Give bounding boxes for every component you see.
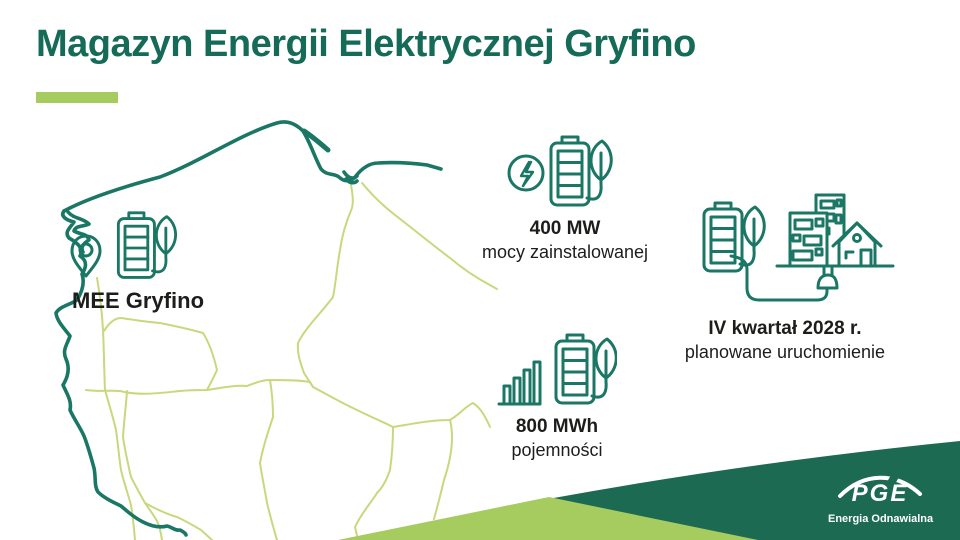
location-pin-icon bbox=[70, 234, 102, 278]
page-title: Magazyn Energii Elektrycznej Gryfino bbox=[36, 23, 696, 65]
lightning-circle-icon bbox=[507, 154, 545, 192]
stat-capacity: 800 MWh pojemności bbox=[450, 330, 664, 461]
stat-launch: IV kwartał 2028 r. planowane uruchomieni… bbox=[652, 190, 918, 363]
map-delta-knot bbox=[342, 170, 359, 185]
map-hel-spur bbox=[301, 128, 331, 153]
stat-value: 800 MWh bbox=[515, 416, 599, 437]
pge-brand-text: PGE bbox=[851, 480, 909, 507]
map-coastline bbox=[62, 120, 443, 213]
stat-label: pojemności bbox=[511, 440, 603, 460]
power-cable bbox=[729, 254, 829, 302]
map-line-loop bbox=[103, 317, 218, 391]
battery-leaf-icon bbox=[116, 211, 178, 279]
title-accent-bar bbox=[36, 92, 118, 103]
map-line-east-south bbox=[433, 419, 454, 520]
pge-subbrand-text: Energia Odnawialna bbox=[828, 513, 934, 525]
map-odra-river bbox=[54, 209, 188, 537]
green-wedge bbox=[338, 497, 758, 540]
pge-logo: PGE Energia Odnawialna bbox=[828, 466, 934, 525]
marker-label: MEE Gryfino bbox=[72, 288, 205, 313]
pge-arc-icon bbox=[838, 471, 922, 498]
stat-installed-power: 400 MW mocy zainstalowanej bbox=[458, 132, 672, 263]
capacity-icon bbox=[497, 333, 617, 406]
installed-power-icon bbox=[507, 135, 613, 207]
map-marker-mee-gryfino: MEE Gryfino bbox=[64, 204, 234, 313]
map-line-south-branch bbox=[144, 502, 213, 540]
dark-wedge bbox=[548, 441, 960, 540]
stat-value: 400 MW bbox=[529, 218, 601, 239]
stat-label: mocy zainstalowanej bbox=[481, 242, 649, 262]
bar-chart-icon bbox=[497, 360, 542, 406]
grid-connection-icon bbox=[702, 193, 895, 302]
buildings-house-icon bbox=[775, 193, 895, 268]
stat-value: IV kwartał 2028 r. bbox=[708, 318, 862, 339]
map-line-ne bbox=[361, 182, 498, 290]
map-line-mid-south bbox=[259, 379, 278, 540]
map-line-odra-east bbox=[122, 390, 163, 540]
plug-icon bbox=[816, 266, 839, 290]
map-line-east bbox=[392, 402, 491, 428]
stat-label: planowane uruchomienie bbox=[684, 342, 886, 362]
map-line-west-border bbox=[96, 277, 136, 540]
